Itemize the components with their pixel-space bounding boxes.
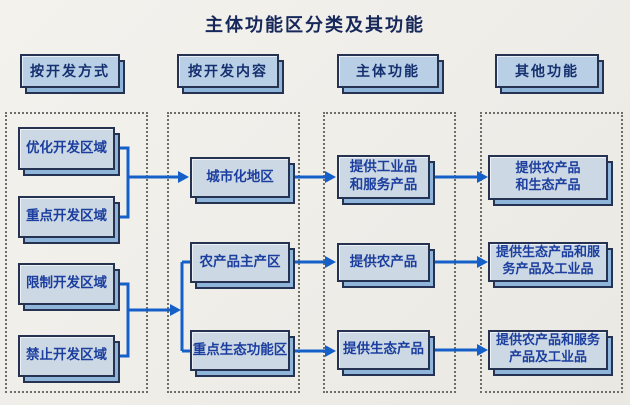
node-urbanized-area: 城市化地区 bbox=[190, 157, 290, 198]
node-restricted-development-zone: 限制开发区域 bbox=[18, 263, 115, 305]
group-outline-development-content bbox=[167, 112, 300, 393]
header-other-function: 其他功能 bbox=[495, 54, 599, 88]
header-main-function: 主体功能 bbox=[337, 54, 439, 88]
node-key-development-zone: 重点开发区域 bbox=[18, 196, 115, 238]
group-outline-development-mode bbox=[5, 112, 148, 393]
node-provide-ecological-products: 提供生态产品 bbox=[337, 330, 430, 370]
header-development-mode: 按开发方式 bbox=[20, 54, 120, 88]
node-provide-agri-eco-products: 提供农产品 和生态产品 bbox=[488, 155, 608, 200]
node-agricultural-production-area: 农产品主产区 bbox=[190, 242, 290, 283]
node-key-ecological-function-area: 重点生态功能区 bbox=[190, 330, 290, 371]
node-prohibited-development-zone: 禁止开发区域 bbox=[18, 335, 115, 377]
group-outline-other-function bbox=[480, 112, 623, 393]
diagram-title: 主体功能区分类及其功能 bbox=[205, 15, 425, 36]
group-outline-main-function bbox=[323, 112, 456, 393]
header-development-content: 按开发内容 bbox=[177, 54, 279, 88]
node-provide-agricultural-products: 提供农产品 bbox=[337, 243, 430, 282]
node-provide-industrial-service-products: 提供工业品 和服务产品 bbox=[337, 155, 430, 199]
node-provide-eco-service-industrial-products: 提供生态产品和服 务产品及工业品 bbox=[488, 242, 608, 282]
node-optimized-development-zone: 优化开发区域 bbox=[18, 127, 115, 170]
node-provide-agri-service-industrial-products: 提供农产品和服务 产品及工业品 bbox=[488, 330, 608, 370]
